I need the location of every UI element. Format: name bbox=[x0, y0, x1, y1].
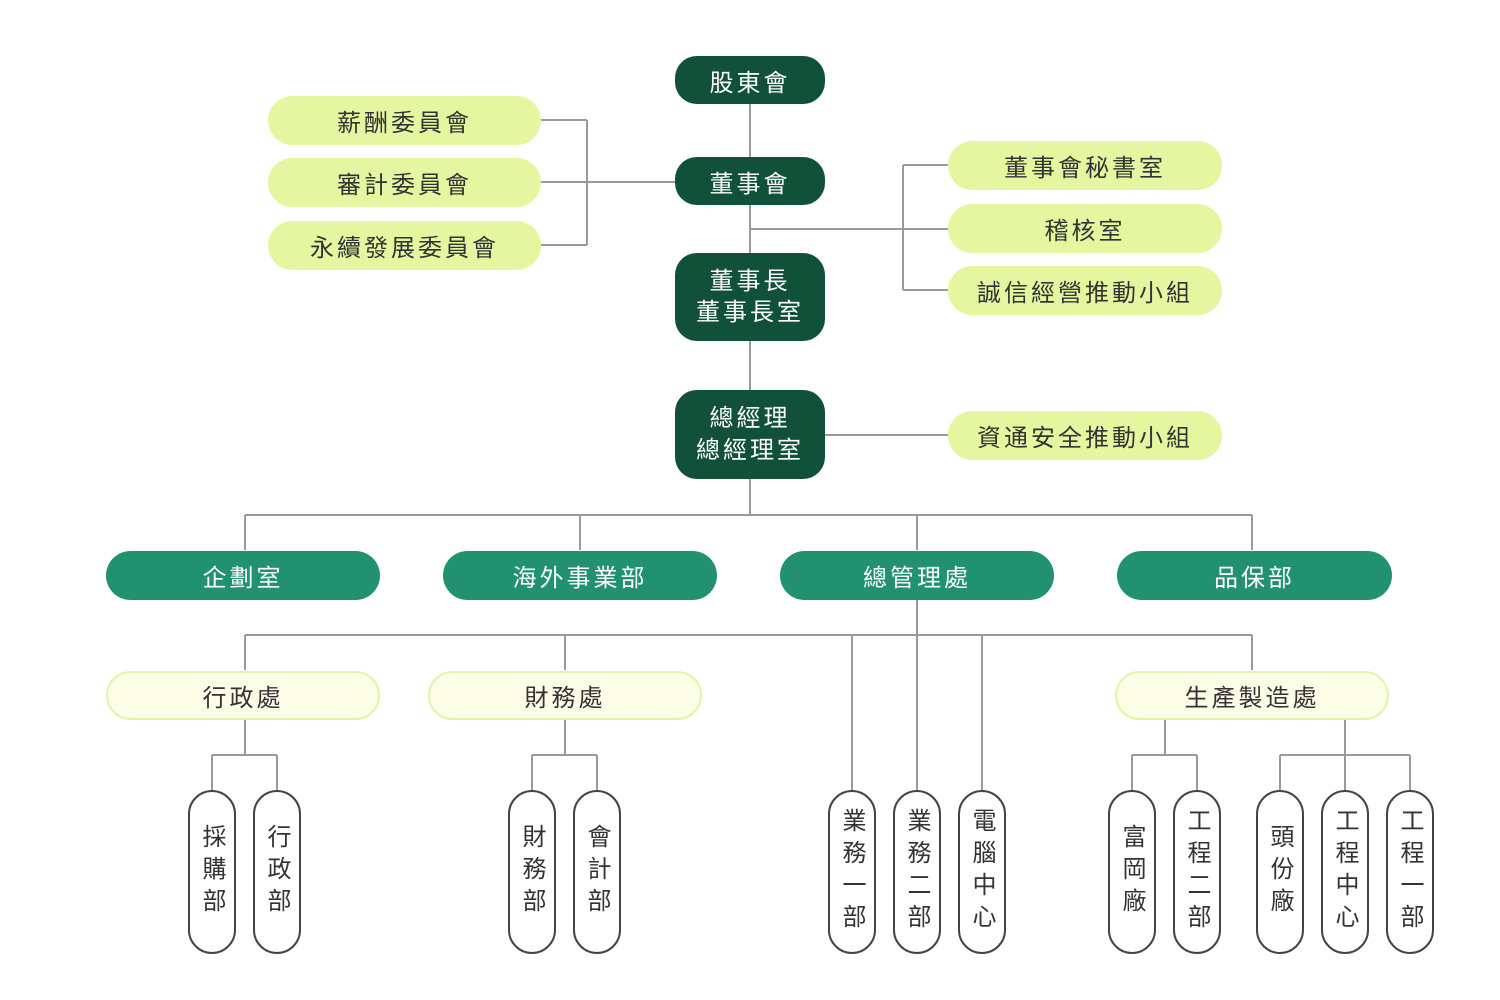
chairman-office-label: 董事長室 bbox=[696, 298, 804, 326]
admin-dept-label: 行政部 bbox=[263, 824, 291, 920]
infosec-task-force: 資通安全推動小組 bbox=[948, 411, 1222, 460]
general-management-label: 總管理處 bbox=[863, 564, 971, 592]
toufen-plant-label: 頭份廠 bbox=[1266, 824, 1294, 920]
finance-division: 財務處 bbox=[428, 671, 702, 720]
board-label: 董事會 bbox=[709, 169, 791, 198]
finance-dept-label: 財務部 bbox=[518, 824, 546, 920]
internal-audit-label: 稽核室 bbox=[1044, 217, 1126, 245]
compensation-committee-label: 薪酬委員會 bbox=[337, 109, 472, 137]
president-box: 總經理 總經理室 bbox=[675, 390, 825, 479]
fugang-plant: 富岡廠 bbox=[1108, 790, 1156, 954]
sales-dept-1-label: 業務一部 bbox=[838, 808, 866, 936]
toufen-plant: 頭份廠 bbox=[1256, 790, 1304, 954]
admin-dept: 行政部 bbox=[253, 790, 301, 954]
procurement-dept: 採購部 bbox=[188, 790, 236, 954]
quality-assurance-division: 品保部 bbox=[1117, 551, 1392, 600]
manufacturing-division-label: 生產製造處 bbox=[1184, 684, 1320, 712]
integrity-task-force: 誠信經營推動小組 bbox=[948, 266, 1222, 315]
board-secretary-office: 董事會秘書室 bbox=[948, 141, 1222, 190]
audit-committee: 審計委員會 bbox=[268, 158, 541, 207]
engineering-dept-1: 工程一部 bbox=[1386, 790, 1434, 954]
engineering-center-label: 工程中心 bbox=[1331, 808, 1359, 936]
sales-dept-2-label: 業務二部 bbox=[903, 808, 931, 936]
chairman-label: 董事長 bbox=[709, 266, 791, 295]
infosec-task-force-label: 資通安全推動小組 bbox=[977, 424, 1193, 452]
procurement-dept-label: 採購部 bbox=[198, 824, 226, 920]
sales-dept-1: 業務一部 bbox=[828, 790, 876, 954]
computer-center-label: 電腦中心 bbox=[968, 808, 996, 936]
overseas-business-division: 海外事業部 bbox=[443, 551, 717, 600]
engineering-dept-1-label: 工程一部 bbox=[1396, 808, 1424, 936]
overseas-business-label: 海外事業部 bbox=[512, 564, 648, 592]
sustainability-committee-label: 永續發展委員會 bbox=[310, 234, 499, 262]
manufacturing-division: 生產製造處 bbox=[1115, 671, 1389, 720]
general-management-division: 總管理處 bbox=[780, 551, 1054, 600]
finance-dept: 財務部 bbox=[508, 790, 556, 954]
sustainability-committee: 永續發展委員會 bbox=[268, 221, 541, 270]
shareholders-meeting: 股東會 bbox=[675, 56, 825, 104]
planning-office-label: 企劃室 bbox=[202, 564, 284, 592]
accounting-dept-label: 會計部 bbox=[583, 824, 611, 920]
administration-division: 行政處 bbox=[106, 671, 380, 720]
quality-assurance-label: 品保部 bbox=[1214, 564, 1295, 592]
administration-division-label: 行政處 bbox=[202, 684, 284, 712]
integrity-task-force-label: 誠信經營推動小組 bbox=[977, 279, 1193, 307]
compensation-committee: 薪酬委員會 bbox=[268, 96, 541, 145]
finance-division-label: 財務處 bbox=[524, 684, 606, 712]
president-office-label: 總經理室 bbox=[696, 435, 804, 464]
sales-dept-2: 業務二部 bbox=[893, 790, 941, 954]
president-label: 總經理 bbox=[709, 404, 791, 433]
chairman-box: 董事長 董事長室 bbox=[675, 253, 825, 341]
board-secretary-label: 董事會秘書室 bbox=[1004, 154, 1166, 182]
internal-audit-office: 稽核室 bbox=[948, 204, 1222, 253]
board-of-directors: 董事會 bbox=[675, 157, 825, 205]
computer-center: 電腦中心 bbox=[958, 790, 1006, 954]
planning-office: 企劃室 bbox=[106, 551, 380, 600]
shareholders-label: 股東會 bbox=[709, 68, 791, 97]
fugang-plant-label: 富岡廠 bbox=[1118, 824, 1146, 920]
accounting-dept: 會計部 bbox=[573, 790, 621, 954]
engineering-dept-2-label: 工程二部 bbox=[1183, 808, 1211, 936]
engineering-center: 工程中心 bbox=[1321, 790, 1369, 954]
engineering-dept-2: 工程二部 bbox=[1173, 790, 1221, 954]
audit-committee-label: 審計委員會 bbox=[337, 171, 472, 199]
